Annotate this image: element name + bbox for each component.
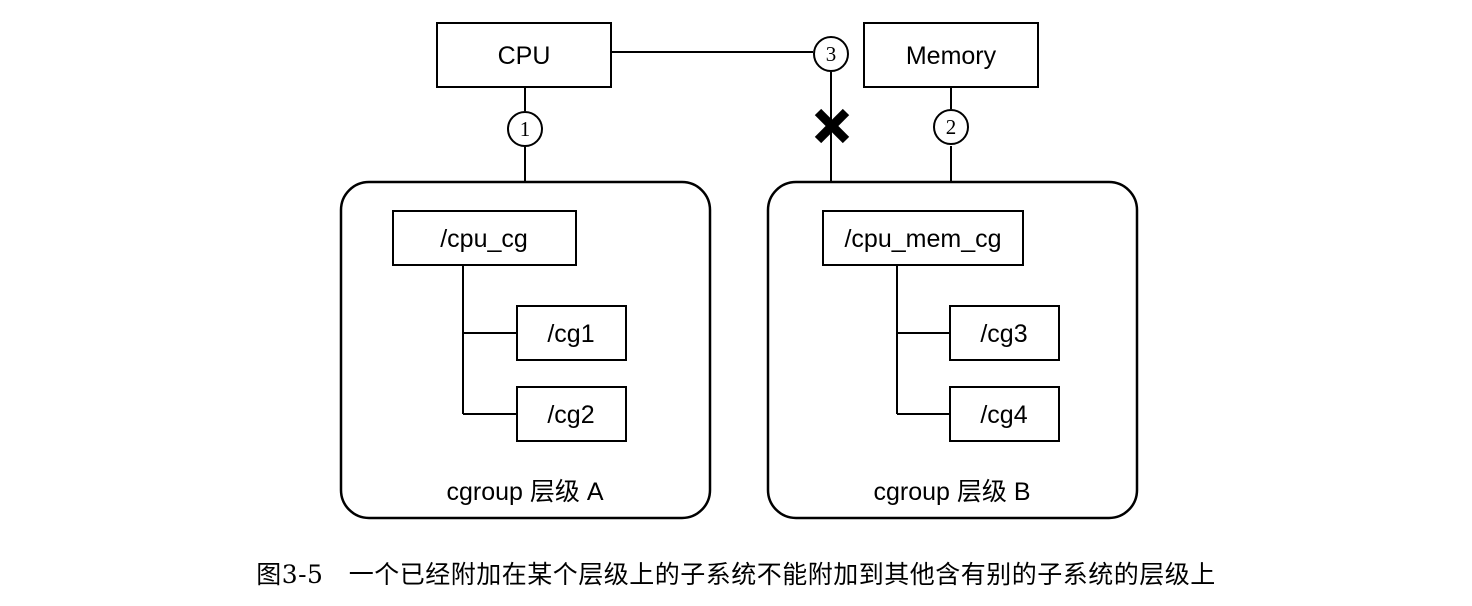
cpu-subsystem-box: CPU	[436, 22, 612, 88]
hierarchy-b: /cpu_mem_cg /cg3 /cg4 cgroup 层级 B	[766, 180, 1139, 520]
hierarchy-a-label: cgroup 层级 A	[446, 478, 603, 506]
cgroup-node-root-a: /cpu_cg	[392, 210, 577, 266]
marker-1: 1	[507, 111, 543, 147]
marker-3-label: 3	[826, 42, 837, 66]
figure-caption: 图3-5 一个已经附加在某个层级上的子系统不能附加到其他含有别的子系统的层级上	[0, 555, 1472, 591]
cgroup-node-label: /cg4	[980, 401, 1027, 429]
hierarchy-b-label: cgroup 层级 B	[873, 478, 1030, 506]
hierarchy-a-frame	[339, 180, 712, 520]
marker-2: 2	[933, 109, 969, 145]
memory-subsystem-box: Memory	[863, 22, 1039, 88]
marker-1-label: 1	[520, 117, 531, 141]
cgroup-node-child: /cg4	[949, 386, 1060, 442]
cgroup-node-label: /cg2	[547, 401, 594, 429]
forbidden-x-icon	[814, 108, 850, 144]
cgroup-node-label: /cpu_mem_cg	[844, 225, 1001, 253]
cgroup-diagram: CPU Memory 1 2 3 /cpu_cg /cg1 /cg2	[339, 22, 1139, 520]
cgroup-node-child: /cg1	[516, 305, 627, 361]
figure-caption-text: 一个已经附加在某个层级上的子系统不能附加到其他含有别的子系统的层级上	[348, 560, 1216, 589]
marker-2-label: 2	[946, 115, 957, 139]
cpu-label: CPU	[498, 42, 551, 70]
cgroup-node-child: /cg3	[949, 305, 1060, 361]
cgroup-node-child: /cg2	[516, 386, 627, 442]
memory-label: Memory	[906, 42, 997, 70]
cgroup-node-label: /cg1	[547, 320, 594, 348]
cgroup-node-label: /cg3	[980, 320, 1027, 348]
figure-number: 图3-5	[256, 560, 324, 589]
hierarchy-b-frame	[766, 180, 1139, 520]
hierarchy-a: /cpu_cg /cg1 /cg2 cgroup 层级 A	[339, 180, 712, 520]
marker-3: 3	[813, 36, 849, 72]
cgroup-node-root-b: /cpu_mem_cg	[822, 210, 1024, 266]
cgroup-node-label: /cpu_cg	[440, 225, 528, 253]
